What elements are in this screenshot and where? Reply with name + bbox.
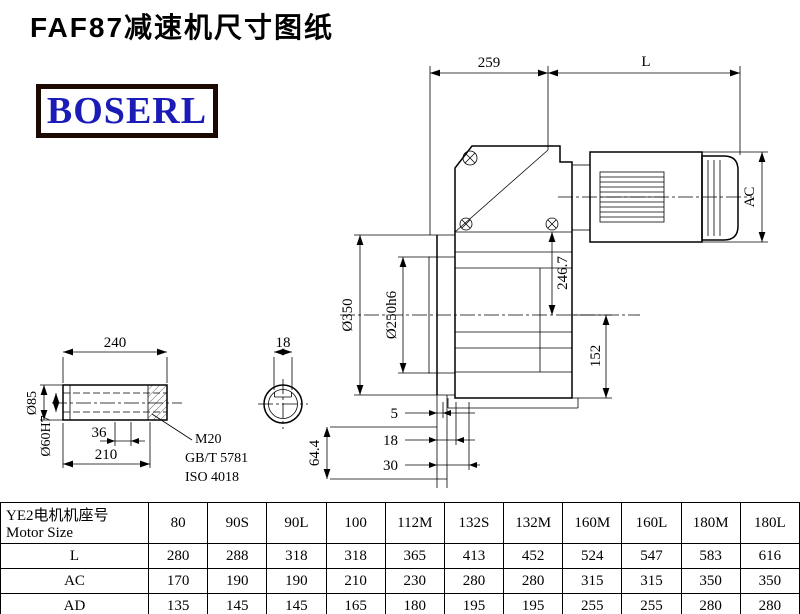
dim-36: 36 xyxy=(92,425,108,441)
row-label: AC xyxy=(0,568,149,594)
table-cell: 145 xyxy=(207,593,268,614)
table-cell: 190 xyxy=(266,568,327,594)
std-iso-label: ISO 4018 xyxy=(185,470,239,485)
table-cell: 280 xyxy=(739,593,800,614)
dim-d250h6-label: Ø250h6 xyxy=(384,290,400,339)
table-cell: 135 xyxy=(147,593,209,614)
top-dimensions: 259 L xyxy=(429,54,741,235)
dim-152: 152 xyxy=(572,314,612,399)
shaft-detail-view: 240 Ø85 Ø60H7 36 2 xyxy=(25,335,248,485)
dim-64-4-label: 64.4 xyxy=(307,439,323,466)
dim-246-7-label: 246.7 xyxy=(555,256,571,290)
table-cell: 315 xyxy=(562,568,623,594)
dim-d250h6: Ø250h6 xyxy=(384,256,430,374)
table-cell: 280 xyxy=(503,568,564,594)
table-cell: 350 xyxy=(680,568,741,594)
col-header: 90S xyxy=(207,502,268,544)
row-label: AD xyxy=(0,593,149,614)
table-cell: 452 xyxy=(503,543,564,569)
table-cell: 180 xyxy=(384,593,445,614)
table-cell: 255 xyxy=(562,593,623,614)
page-title: FAF87减速机尺寸图纸 xyxy=(30,12,335,43)
col-header: 132S xyxy=(443,502,505,544)
motor xyxy=(558,151,752,243)
col-header: 180L xyxy=(739,502,800,544)
table-cell: 195 xyxy=(443,593,505,614)
table-cell: 524 xyxy=(562,543,623,569)
dim-d85-label: Ø85 xyxy=(25,391,40,415)
dim-30: 30 xyxy=(383,458,398,474)
table-cell: 165 xyxy=(325,593,386,614)
table-cell: 288 xyxy=(207,543,268,569)
dim-5: 5 xyxy=(391,406,399,422)
table-cell: 547 xyxy=(621,543,682,569)
table-cell: 280 xyxy=(680,593,741,614)
table-row-AD: AD 135 145 145 165 180 195 195 255 255 2… xyxy=(0,593,800,614)
dim-18-step: 18 xyxy=(383,433,398,449)
dim-ac: AC xyxy=(702,151,768,243)
dim-152-label: 152 xyxy=(588,345,604,368)
table-cell: 210 xyxy=(325,568,386,594)
table-header-row: YE2电机机座号 Motor Size 80 90S 90L 100 112M … xyxy=(0,502,800,544)
motor-size-header: YE2电机机座号 Motor Size xyxy=(0,502,149,544)
col-header: 132M xyxy=(503,502,564,544)
table-cell: 365 xyxy=(384,543,445,569)
table-cell: 350 xyxy=(739,568,800,594)
col-header: 180M xyxy=(680,502,741,544)
table-cell: 616 xyxy=(739,543,800,569)
table-cell: 315 xyxy=(621,568,682,594)
dim-18-key: 18 xyxy=(276,335,291,351)
dim-64-4: 64.4 xyxy=(307,426,447,480)
logo-text: BOSERL xyxy=(46,90,208,132)
table-cell: 318 xyxy=(325,543,386,569)
header-cn: YE2电机机座号 xyxy=(6,508,109,524)
dim-d60h7-label: Ø60H7 xyxy=(39,415,54,456)
bolt-symbols xyxy=(459,150,559,231)
dim-d350: Ø350 xyxy=(340,234,437,396)
col-header: 80 xyxy=(147,502,209,544)
col-header: 160L xyxy=(621,502,682,544)
col-header: 160M xyxy=(562,502,623,544)
dim-246-7: 246.7 xyxy=(548,232,571,315)
dim-d350-label: Ø350 xyxy=(340,298,356,331)
dim-259: 259 xyxy=(478,55,501,71)
table-cell: 280 xyxy=(443,568,505,594)
technical-drawing: 259 L xyxy=(25,54,768,488)
table-cell: 413 xyxy=(443,543,505,569)
col-header: 100 xyxy=(325,502,386,544)
table-cell: 230 xyxy=(384,568,445,594)
col-header: 112M xyxy=(384,502,445,544)
dim-210: 210 xyxy=(95,447,118,463)
dimension-table: YE2电机机座号 Motor Size 80 90S 90L 100 112M … xyxy=(0,502,800,614)
table-row-L: L 280 288 318 318 365 413 452 524 547 58… xyxy=(0,543,800,569)
thread-label: M20 xyxy=(195,432,221,447)
table-cell: 280 xyxy=(147,543,209,569)
dim-AC: AC xyxy=(742,187,758,208)
std-gb-label: GB/T 5781 xyxy=(185,451,248,466)
table-cell: 170 xyxy=(147,568,209,594)
boserl-logo: BOSERL xyxy=(36,84,218,138)
dim-L: L xyxy=(641,54,650,70)
header-en: Motor Size xyxy=(6,525,74,541)
col-header: 90L xyxy=(266,502,327,544)
dim-240: 240 xyxy=(104,335,127,351)
table-cell: 583 xyxy=(680,543,741,569)
shaft-end-view: 18 xyxy=(258,335,308,429)
table-row-AC: AC 170 190 190 210 230 280 280 315 315 3… xyxy=(0,568,800,594)
table-cell: 145 xyxy=(266,593,327,614)
table-cell: 190 xyxy=(207,568,268,594)
table-cell: 255 xyxy=(621,593,682,614)
table-cell: 195 xyxy=(503,593,564,614)
dims-5-18-30: 5 18 30 xyxy=(383,402,480,474)
row-label: L xyxy=(0,543,149,569)
table-cell: 318 xyxy=(266,543,327,569)
